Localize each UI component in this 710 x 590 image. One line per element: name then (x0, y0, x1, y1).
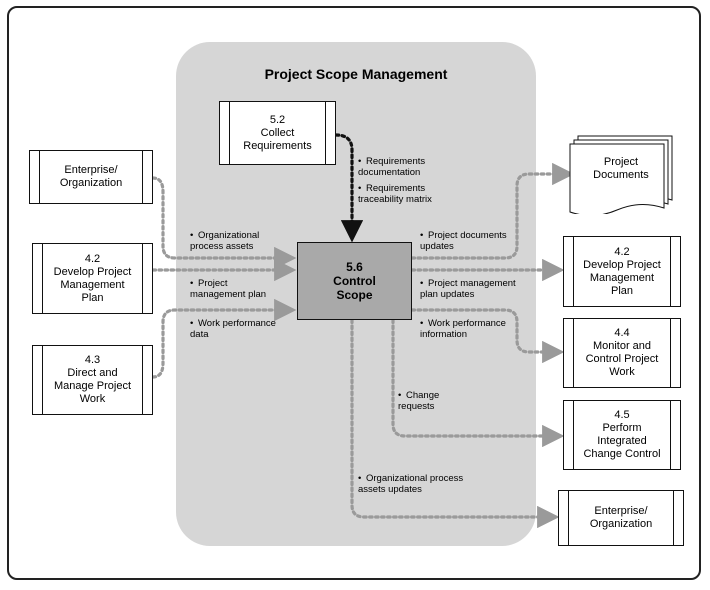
note-organizational-process-assets: •Organizational process assets (190, 230, 259, 252)
enterprise-organization-output-label: Enterprise/ Organization (589, 505, 653, 530)
develop-pmp-output-label: 4.2 Develop Project Management Plan (583, 245, 661, 297)
integrated-change-control-box: 4.5 Perform Integrated Change Control (563, 400, 681, 470)
develop-pmp-input-box: 4.2 Develop Project Management Plan (32, 243, 153, 314)
enterprise-organization-input-label: Enterprise/ Organization (59, 164, 123, 189)
note-text: Change requests (398, 390, 440, 412)
note-opa-updates: •Organizational process assets updates (358, 473, 463, 495)
integrated-change-control-label: 4.5 Perform Integrated Change Control (583, 409, 661, 460)
panel-title: Project Scope Management (264, 66, 448, 82)
process-number: 5.6 (346, 260, 363, 274)
enterprise-organization-input-box: Enterprise/ Organization (29, 150, 153, 204)
monitor-control-work-box: 4.4 Monitor and Control Project Work (563, 318, 681, 388)
bullet-icon: • (358, 473, 362, 484)
connector-docs-out (410, 162, 575, 260)
connector-opa-out (350, 318, 560, 529)
note-requirements-traceability: •Requirements traceability matrix (358, 183, 432, 205)
note-text: Work performance data (190, 318, 276, 340)
bullet-icon: • (420, 318, 424, 329)
connector-enterprise-in (151, 176, 297, 270)
collect-requirements-label: 5.2 Collect Requirements (243, 113, 312, 152)
project-documents-icon (569, 135, 673, 214)
bullet-icon: • (398, 390, 402, 401)
note-text: Project management plan (190, 278, 267, 300)
bullet-icon: • (190, 278, 194, 289)
note-text: Project management plan updates (420, 278, 516, 300)
bullet-icon: • (190, 230, 194, 241)
project-documents-label: Project Documents (593, 156, 649, 181)
bullet-icon: • (420, 278, 424, 289)
develop-pmp-input-label: 4.2 Develop Project Management Plan (53, 252, 132, 304)
connector-work-data-in (151, 298, 297, 379)
note-pmp-updates: •Project management plan updates (420, 278, 516, 300)
enterprise-organization-output-box: Enterprise/ Organization (558, 490, 684, 546)
control-scope-process-box: 5.6 Control Scope (297, 242, 412, 320)
bullet-icon: • (420, 230, 424, 241)
connector-change-out (391, 318, 565, 448)
note-project-management-plan: •Project management plan (190, 278, 266, 300)
direct-manage-work-label: 4.3 Direct and Manage Project Work (53, 354, 132, 405)
bullet-icon: • (190, 318, 194, 329)
bullet-icon: • (358, 156, 362, 167)
note-text: Requirements traceability matrix (358, 183, 432, 205)
process-name: Control Scope (333, 274, 376, 302)
monitor-control-work-label: 4.4 Monitor and Control Project Work (585, 327, 659, 378)
bullet-icon: • (358, 183, 362, 194)
note-text: Work performance information (420, 318, 506, 340)
develop-pmp-output-box: 4.2 Develop Project Management Plan (563, 236, 681, 307)
note-work-performance-information: •Work performance information (420, 318, 506, 340)
connector-work-info-out (410, 308, 565, 364)
collect-requirements-box: 5.2 Collect Requirements (219, 101, 336, 165)
note-change-requests: •Change requests (398, 390, 439, 412)
note-text: Requirements documentation (358, 156, 426, 178)
control-scope-process-text: 5.6 Control Scope (323, 260, 386, 302)
connector-requirements-in (334, 133, 364, 243)
note-work-performance-data: •Work performance data (190, 318, 276, 340)
note-requirements-documentation: •Requirements documentation (358, 156, 425, 178)
note-text: Organizational process assets (190, 230, 260, 252)
note-text: Project documents updates (420, 230, 507, 252)
direct-manage-work-box: 4.3 Direct and Manage Project Work (32, 345, 153, 415)
note-text: Organizational process assets updates (358, 473, 464, 495)
note-project-documents-updates: •Project documents updates (420, 230, 507, 252)
